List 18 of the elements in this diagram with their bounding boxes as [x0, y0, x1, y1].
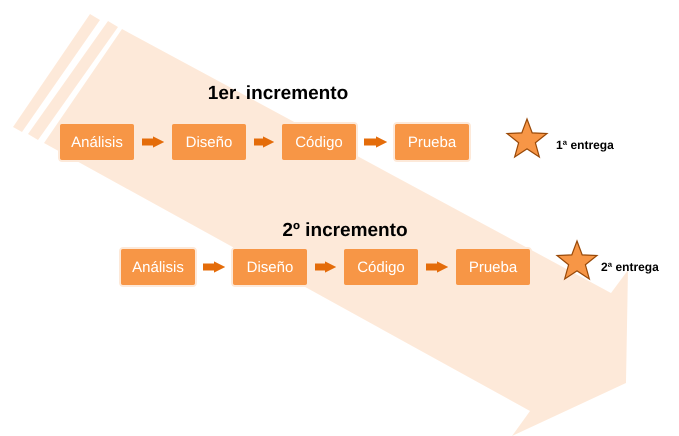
delivery-label: 2ª entrega	[601, 260, 659, 274]
arrow	[426, 261, 448, 273]
process-box: Código	[342, 247, 420, 287]
arrow	[203, 261, 226, 273]
arrow	[142, 136, 164, 148]
process-box: Diseño	[170, 122, 248, 162]
arrow	[364, 136, 388, 148]
delivery-label: 1ª entrega	[556, 138, 614, 152]
process-box: Prueba	[454, 247, 532, 287]
process-box: Diseño	[231, 247, 309, 287]
process-box: Prueba	[393, 122, 471, 162]
process-box: Análisis	[119, 247, 197, 287]
increment-heading: 1er. incremento	[208, 83, 348, 105]
process-box: Análisis	[58, 122, 136, 162]
arrow	[315, 261, 336, 273]
arrow	[254, 136, 274, 148]
process-box: Código	[280, 122, 358, 162]
increment-heading: 2º incremento	[282, 220, 408, 242]
